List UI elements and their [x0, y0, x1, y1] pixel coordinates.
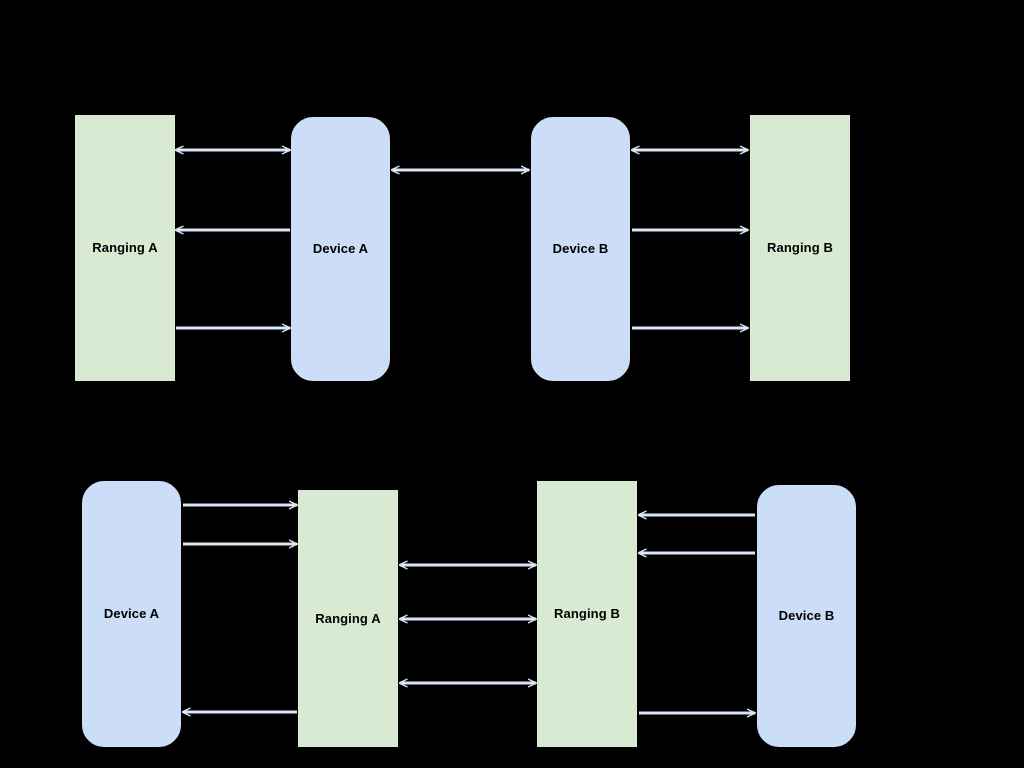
node-label: Ranging A: [92, 240, 158, 256]
node-top-device-b[interactable]: Device B: [531, 117, 630, 381]
node-label: Device B: [778, 608, 835, 624]
node-top-ranging-b[interactable]: Ranging B: [750, 115, 850, 381]
node-label: Ranging B: [554, 606, 620, 622]
node-label: Device A: [312, 241, 369, 257]
node-label: Device A: [103, 606, 160, 622]
node-bot-device-a[interactable]: Device A: [82, 481, 181, 747]
node-top-device-a[interactable]: Device A: [291, 117, 390, 381]
node-bot-device-b[interactable]: Device B: [757, 485, 856, 747]
node-label: Ranging B: [767, 240, 833, 256]
node-label: Device B: [552, 241, 609, 257]
node-bot-ranging-a[interactable]: Ranging A: [298, 490, 398, 747]
node-label: Ranging A: [315, 610, 381, 626]
node-bot-ranging-b[interactable]: Ranging B: [537, 481, 637, 747]
node-top-ranging-a[interactable]: Ranging A: [75, 115, 175, 381]
